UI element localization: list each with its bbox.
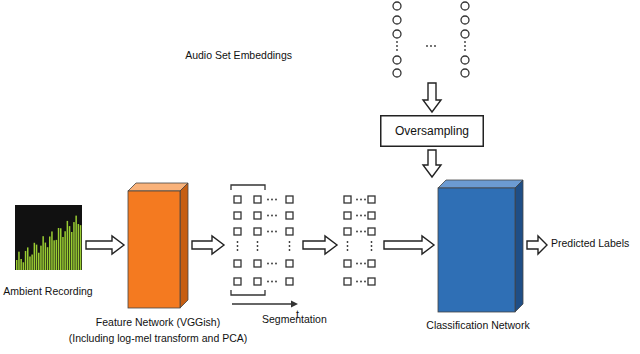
feature-network-block-graphic [128,183,188,308]
node-label: Oversampling [395,124,469,138]
node-label: (Including log-mel transform and PCA) [69,332,248,345]
feature-matrix-graphic [228,180,300,310]
spectrogram-icon: Ambient Recording [15,205,82,270]
node-label: Feature Network (VGGish) [96,316,220,329]
hollow-arrow [303,236,337,254]
hollow-arrow [423,83,441,112]
embedding-stack-graphic [388,0,476,80]
hollow-arrow [423,150,441,177]
segment-matrix: Segmentation [340,192,380,292]
hollow-arrow [86,236,124,254]
node-label: Classification Network [426,319,529,332]
spectrogram-icon-graphic [15,205,82,270]
node-label: Ambient Recording [3,285,92,298]
hollow-arrow [527,236,547,254]
node-label: Segmentation [262,313,327,326]
feature-matrix: t [228,180,300,310]
feature-network-block: Feature Network (VGGish)(Including log-m… [128,183,188,308]
process-box: Oversampling [380,115,484,147]
hollow-arrow [384,236,434,254]
embedding-stack: Audio Set Embeddings [388,0,476,80]
segment-matrix-graphic [340,192,380,292]
classification-network-block-graphic [438,180,523,312]
output-label: Predicted Labels [551,237,635,253]
hollow-arrow [192,236,224,254]
classification-network-block: Classification Network [438,180,523,312]
node-label: Audio Set Embeddings [185,49,292,62]
node-label: Predicted Labels [551,237,629,250]
